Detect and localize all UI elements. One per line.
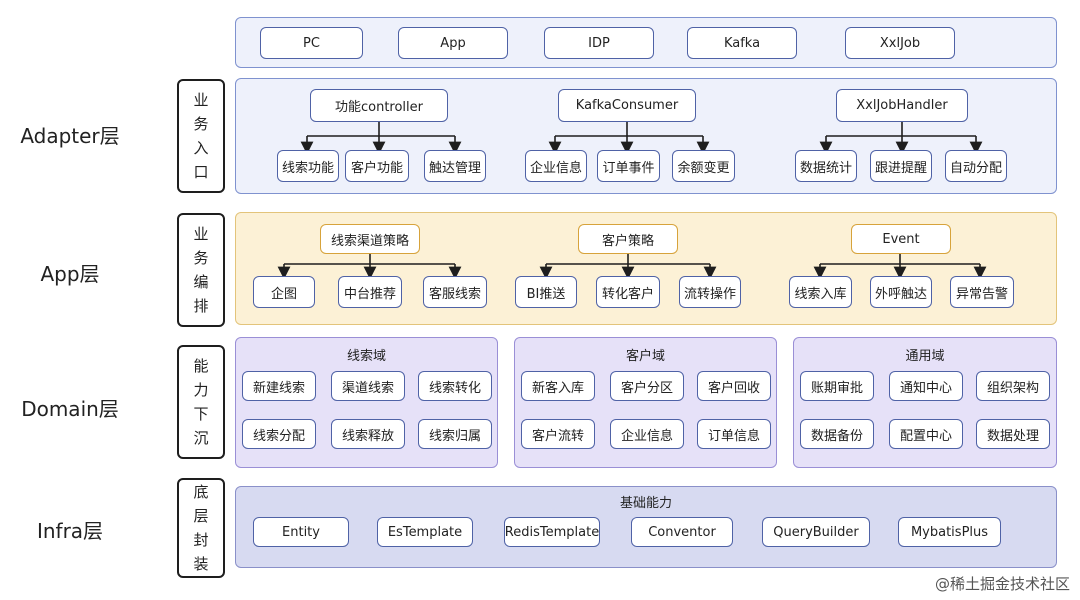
tab-char: 力 [193,381,209,399]
source-node: IDP [544,27,654,59]
app-child-node: 线索入库 [789,276,852,308]
infra-item: RedisTemplate [504,517,600,547]
tab-char: 封 [193,531,209,549]
domain-title: 线索域 [346,349,386,364]
adapter-root-node: 功能controller [310,89,448,122]
domain-item: 线索分配 [242,419,316,449]
tab-domain: 能 力 下 沉 [177,345,225,459]
tab-char: 务 [193,115,209,133]
layer-label-app: App层 [40,262,100,286]
source-node: XxlJob [845,27,955,59]
domain-item: 数据处理 [976,419,1050,449]
adapter-root-node: XxlJobHandler [836,89,968,122]
layer-label-infra: Infra层 [36,519,104,543]
domain-item: 线索归属 [418,419,492,449]
domain-item: 账期审批 [800,371,874,401]
adapter-child-node: 企业信息 [525,150,587,182]
domain-item: 渠道线索 [331,371,405,401]
tab-char: 能 [193,357,209,375]
adapter-root-node: KafkaConsumer [558,89,696,122]
infra-item: QueryBuilder [762,517,870,547]
app-child-node: BI推送 [515,276,577,308]
app-child-node: 中台推荐 [338,276,402,308]
adapter-child-node: 线索功能 [277,150,339,182]
adapter-child-node: 跟进提醒 [870,150,932,182]
footer-watermark: @稀土掘金技术社区 [934,575,1070,593]
domain-title: 通用域 [905,349,945,364]
infra-item: MybatisPlus [898,517,1001,547]
app-child-node: 转化客户 [596,276,660,308]
tab-adapter: 业 务 入 口 [177,79,225,193]
app-child-node: 客服线索 [423,276,487,308]
adapter-child-node: 订单事件 [597,150,660,182]
tab-app: 业 务 编 排 [177,213,225,327]
source-node: Kafka [687,27,797,59]
domain-title: 客户域 [625,349,665,364]
domain-item: 客户流转 [521,419,595,449]
domain-item: 配置中心 [889,419,963,449]
adapter-child-node: 自动分配 [945,150,1007,182]
infra-item: Conventor [631,517,733,547]
adapter-child-node: 数据统计 [795,150,857,182]
tab-char: 层 [193,507,209,525]
domain-item: 通知中心 [889,371,963,401]
tab-char: 装 [193,555,209,573]
tab-char: 务 [193,249,209,267]
tab-char: 下 [193,405,209,423]
layer-label-domain: Domain层 [21,397,119,421]
app-root-node: Event [851,224,951,254]
domain-item: 企业信息 [610,419,684,449]
adapter-child-node: 客户功能 [345,150,409,182]
app-child-node: 流转操作 [679,276,741,308]
domain-item: 线索转化 [418,371,492,401]
domain-item: 新建线索 [242,371,316,401]
tab-infra: 底 层 封 装 [177,478,225,578]
app-child-node: 企图 [253,276,315,308]
tab-char: 编 [193,273,209,291]
adapter-child-node: 余额变更 [672,150,735,182]
app-root-node: 客户策略 [578,224,678,254]
app-root-node: 线索渠道策略 [320,224,420,254]
tab-char: 口 [193,163,209,181]
domain-item: 客户回收 [697,371,771,401]
domain-item: 订单信息 [697,419,771,449]
source-node: PC [260,27,363,59]
infra-item: Entity [253,517,349,547]
domain-item: 数据备份 [800,419,874,449]
domain-item: 新客入库 [521,371,595,401]
infra-item: EsTemplate [377,517,473,547]
domain-item: 客户分区 [610,371,684,401]
app-child-node: 异常告警 [950,276,1014,308]
layer-label-adapter: Adapter层 [20,124,120,148]
domain-item: 线索释放 [331,419,405,449]
tab-char: 排 [193,297,209,315]
tab-char: 入 [193,139,209,157]
app-child-node: 外呼触达 [870,276,932,308]
adapter-child-node: 触达管理 [424,150,486,182]
tab-char: 底 [193,483,209,501]
tab-char: 沉 [193,429,209,447]
domain-item: 组织架构 [976,371,1050,401]
source-node: App [398,27,508,59]
tab-char: 业 [193,225,209,243]
infra-title: 基础能力 [619,496,672,511]
tab-char: 业 [193,91,209,109]
